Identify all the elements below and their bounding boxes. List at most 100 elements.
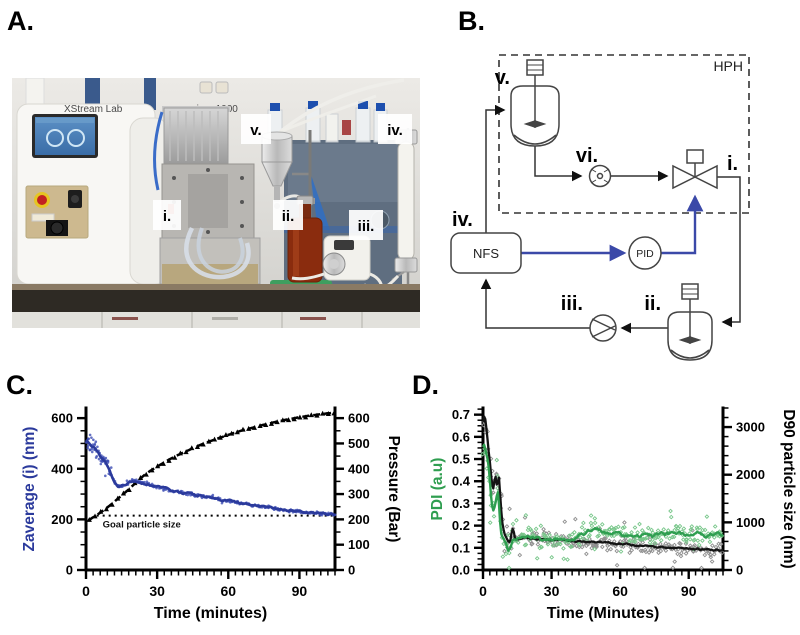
scatter-point bbox=[663, 541, 669, 546]
scatter-point bbox=[667, 536, 672, 541]
scatter-point bbox=[507, 506, 512, 512]
scatter-point bbox=[647, 540, 653, 545]
scatter-point bbox=[592, 520, 598, 526]
scatter-point bbox=[620, 525, 626, 531]
scatter-point bbox=[97, 457, 101, 461]
left-axis-title: PDI (a.u) bbox=[429, 458, 446, 521]
series-marker bbox=[120, 490, 127, 496]
tick-label: 200 bbox=[348, 512, 370, 527]
series-marker bbox=[109, 501, 115, 507]
label-chip-ii: ii. bbox=[273, 200, 303, 230]
scatter-point bbox=[494, 457, 500, 463]
scatter-point bbox=[90, 436, 93, 439]
series-marker bbox=[234, 429, 240, 435]
panel-label-strip bbox=[31, 213, 55, 222]
scatter-point bbox=[601, 536, 607, 541]
nfs-label: NFS bbox=[473, 246, 499, 261]
tick-label: 600 bbox=[348, 411, 370, 426]
scatter-point bbox=[643, 536, 648, 541]
scatter-point bbox=[96, 445, 99, 449]
series-marker bbox=[155, 463, 161, 469]
drawer-handle[interactable] bbox=[212, 317, 238, 320]
control-panel bbox=[25, 185, 89, 239]
scatter-point bbox=[490, 490, 496, 495]
drawer-handle[interactable] bbox=[300, 317, 326, 320]
tick-label: 0.4 bbox=[452, 474, 471, 489]
scatter-point bbox=[697, 525, 703, 530]
scatter-point bbox=[538, 523, 544, 529]
series-marker bbox=[325, 411, 331, 416]
series-marker bbox=[92, 513, 98, 519]
scatter-point bbox=[145, 480, 149, 484]
coiled-tubing bbox=[184, 226, 251, 280]
tick-label: 2000 bbox=[736, 467, 765, 482]
scatter-point bbox=[595, 534, 600, 539]
screen-gauge bbox=[67, 129, 85, 147]
scatter-point bbox=[587, 532, 592, 538]
control-signal-lines bbox=[521, 194, 704, 262]
scatter-point bbox=[695, 538, 701, 544]
nfs-unit: NFS bbox=[450, 232, 522, 274]
scatter-point bbox=[688, 527, 694, 532]
scatter-point bbox=[94, 456, 98, 459]
scatter-point bbox=[506, 550, 512, 556]
touchscreen[interactable] bbox=[32, 114, 98, 158]
scatter-point bbox=[711, 551, 717, 557]
diagram-label-i: i. bbox=[727, 153, 738, 175]
scatter-point bbox=[704, 514, 710, 519]
scatter-point bbox=[581, 541, 586, 547]
scatter-point bbox=[500, 554, 506, 560]
scatter-point bbox=[684, 539, 689, 545]
series-marker bbox=[200, 441, 206, 447]
power-knob[interactable] bbox=[50, 221, 64, 235]
series-marker bbox=[223, 432, 229, 438]
homogenizer-machine: XStream Lab genizer 1000 bbox=[16, 103, 238, 290]
wall-socket bbox=[215, 81, 229, 94]
scatter-point bbox=[668, 514, 674, 520]
drawer-handle[interactable] bbox=[112, 317, 138, 320]
series-marker bbox=[103, 506, 109, 512]
scatter-point bbox=[547, 532, 552, 538]
scatter-point bbox=[708, 552, 713, 558]
tick-label: 200 bbox=[51, 512, 73, 527]
scatter-point bbox=[670, 534, 675, 540]
scatter-point bbox=[90, 450, 94, 454]
x-tick-label: 30 bbox=[544, 583, 560, 599]
scatter-point bbox=[539, 544, 544, 550]
emergency-stop-button[interactable] bbox=[37, 195, 47, 205]
scatter-point bbox=[92, 438, 95, 442]
blue-tubing bbox=[153, 111, 164, 191]
scatter-point bbox=[618, 549, 624, 554]
scatter-point bbox=[86, 446, 90, 450]
scatter-point bbox=[635, 530, 640, 535]
series-marker bbox=[98, 508, 104, 514]
scatter-point bbox=[671, 534, 677, 540]
scatter-point bbox=[707, 539, 713, 545]
panel-d-label: D. bbox=[412, 370, 439, 400]
scatter-point bbox=[487, 520, 493, 526]
wall-pillar bbox=[144, 78, 156, 110]
scatter-point bbox=[616, 524, 621, 530]
scatter-point bbox=[523, 542, 529, 547]
scatter-point bbox=[663, 548, 669, 554]
scatter-point bbox=[634, 535, 640, 541]
scatter-point bbox=[594, 543, 599, 549]
scatter-point bbox=[586, 541, 591, 547]
series-line-pdi bbox=[481, 443, 724, 552]
scatter-point bbox=[640, 540, 646, 545]
scatter-point bbox=[629, 547, 635, 553]
scatter-point bbox=[569, 532, 575, 537]
panel-a-label: A. bbox=[7, 6, 34, 36]
panel-a-photo: XStream Lab genizer 1000 bbox=[12, 78, 420, 328]
x-tick-label: 60 bbox=[220, 583, 236, 599]
scatter-point bbox=[649, 527, 654, 533]
scatter-point bbox=[588, 513, 594, 518]
scatter-point bbox=[565, 557, 570, 562]
scatter-point bbox=[495, 473, 500, 479]
scatter-point bbox=[670, 565, 676, 571]
tick-label: 1000 bbox=[736, 515, 765, 530]
x-tick-label: 0 bbox=[82, 583, 90, 599]
hph-boundary bbox=[498, 54, 750, 214]
label-chip-i: i. bbox=[153, 200, 181, 230]
scatter-point bbox=[558, 541, 563, 547]
